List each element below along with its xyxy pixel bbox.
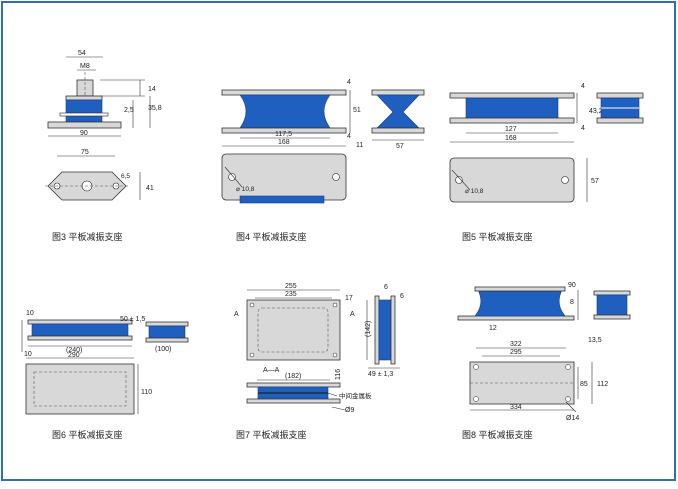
fig4-dim-6: 57 <box>396 143 404 150</box>
fig7-dim-6: 6 <box>400 293 404 300</box>
fig3-dim-1: M8 <box>80 63 90 70</box>
fig3-caption: 图3 平板减振支座 <box>52 231 123 242</box>
fig4-rubber-end <box>376 94 420 129</box>
fig7-dim-10: A—A <box>263 367 280 374</box>
fig5-top-view <box>449 157 575 203</box>
fig4-dim-4: 168 <box>278 139 290 146</box>
fig7-dim-7: (142) <box>365 321 372 337</box>
fig5-dim-1: 43,2 <box>589 108 603 115</box>
fig8-dim-8: 334 <box>510 404 522 411</box>
fig5-top-plate <box>449 92 575 99</box>
fig5-dim-7: 57 <box>591 178 599 185</box>
fig3-dim-2: 14 <box>148 86 156 93</box>
fig4-top-plate <box>221 89 347 96</box>
fig7-rubber-end <box>378 299 392 361</box>
fig4-dim-0: 4 <box>347 79 351 86</box>
fig6-top-view <box>25 363 135 415</box>
fig7-dim-0: 255 <box>285 283 297 290</box>
fig6-rubber <box>31 323 129 337</box>
fig5-dim-2: 4 <box>581 125 585 132</box>
fig7-dim-5: 6 <box>384 284 388 291</box>
fig7-dim-4: 17 <box>345 295 353 302</box>
fig6-dim-5: 290 <box>68 352 80 359</box>
fig6-dim-1: 50 ± 1,5 <box>120 316 145 323</box>
fig3-base-plate <box>47 121 122 129</box>
fig7-dim-3: A <box>350 311 355 318</box>
figure-6: 10 50 ± 1,5 10 (240) (100) 290 110 图6 平板… <box>21 310 189 440</box>
fig7-dim-1: 235 <box>285 291 297 298</box>
fig7-dim-9: 49 ± 1,3 <box>368 371 393 378</box>
fig8-top-plate <box>474 286 566 292</box>
fig7-top-view <box>246 299 341 361</box>
fig6-dim-2: 10 <box>24 351 32 358</box>
fig7-dim-12: 中间金属板 <box>339 391 372 400</box>
fig3-dim-5: 90 <box>80 130 88 137</box>
figure-4: 4 51 4 117,5 168 11 57 146 ⌀ 10,8 图4 平板减… <box>221 79 425 242</box>
fig5-dim-6: ⌀ 10,8 <box>465 188 484 195</box>
fig6-dim-3: (240) <box>66 347 82 354</box>
fig6-dim-0: 10 <box>26 310 34 317</box>
fig5-dim-3: 127 <box>505 126 517 133</box>
fig8-rubber <box>474 289 566 317</box>
fig3-dim-0: 54 <box>78 50 86 57</box>
fig8-dim-7: 112 <box>597 381 608 388</box>
fig4-rubber <box>239 94 331 129</box>
fig6-caption: 图6 平板减振支座 <box>52 429 123 440</box>
fig5-caption: 图5 平板减振支座 <box>462 231 533 242</box>
fig4-dim-5: 11 <box>356 142 363 149</box>
fig8-dim-0: 90 <box>568 282 576 289</box>
fig4-dim-3: 117,5 <box>275 131 292 138</box>
fig4-dim-2: 4 <box>347 133 351 140</box>
fig6-rubber-end <box>148 325 186 339</box>
fig8-dim-1: 8 <box>570 299 574 306</box>
fig3-rubber <box>65 99 103 123</box>
figure-3: 54 M8 14 2,5 35,8 90 75 6,5 41 图3 平板减振支座 <box>45 50 162 242</box>
fig3-dim-8: 41 <box>146 185 154 192</box>
figure-8: 90 8 12 13,5 322 295 85 112 334 Ø14 图8 平… <box>457 282 631 440</box>
fig8-caption: 图8 平板减振支座 <box>462 429 533 440</box>
fig3-dim-3: 2,5 <box>124 107 134 114</box>
fig6-dim-6: 110 <box>141 389 152 396</box>
fig4-base-plate <box>221 127 347 134</box>
fig6-dim-4: (100) <box>155 346 171 353</box>
figure-5: 4 43,2 4 127 168 146 ⌀ 10,8 57 图5 平板减振支座 <box>449 83 644 242</box>
fig8-rubber-end <box>596 294 628 316</box>
fig8-dim-6: 85 <box>580 381 588 388</box>
fig4-caption: 图4 平板减振支座 <box>236 231 307 242</box>
fig7-dim-13: Ø9 <box>345 407 354 414</box>
fig3-dim-4: 35,8 <box>148 105 162 112</box>
fig3-dim-6: 75 <box>81 149 89 156</box>
fig4-top-view <box>221 153 347 201</box>
fig4-dim-8: ⌀ 10,8 <box>236 186 255 193</box>
fig6-top-plate <box>27 319 133 325</box>
fig8-dim-5: 295 <box>510 349 522 356</box>
fig7-caption: 图7 平板减振支座 <box>236 429 307 440</box>
fig8-dim-4: 322 <box>510 341 522 348</box>
fig7-dim-8: 116 <box>335 369 342 380</box>
figure-7: 255 235 A A 17 6 6 (142) 116 49 ± 1,3 A—… <box>234 283 404 440</box>
fig7-dim-11: (182) <box>285 373 301 380</box>
fig5-dim-4: 168 <box>505 135 517 142</box>
fig8-dim-3: 13,5 <box>588 337 602 344</box>
fig8-base-plate <box>457 315 575 321</box>
fig8-dim-9: Ø14 <box>566 415 579 422</box>
fig4-dim-1: 51 <box>353 107 361 114</box>
sheet-border <box>1 1 676 481</box>
fig8-dim-2: 12 <box>489 325 497 332</box>
fig5-dim-0: 4 <box>581 83 585 90</box>
fig5-base-plate <box>449 117 575 124</box>
fig5-rubber <box>465 97 559 119</box>
fig7-dim-2: A <box>234 311 239 318</box>
fig3-dim-7: 6,5 <box>121 173 130 180</box>
fig6-base-plate <box>27 335 133 341</box>
